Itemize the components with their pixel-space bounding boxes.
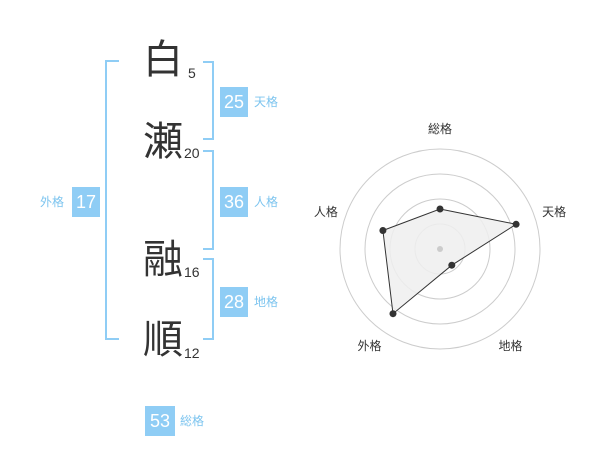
chikaku-bracket: [203, 258, 214, 340]
radar-axis-label: 総格: [428, 121, 452, 136]
name-char-3: 融: [143, 237, 183, 283]
stroke-count-4: 12: [184, 345, 200, 361]
chikaku-value-badge: 28: [220, 287, 248, 317]
chikaku-label: 地格: [254, 295, 279, 309]
name-char-2: 瀬: [143, 119, 183, 165]
radar-axis-label: 地格: [498, 338, 522, 353]
stroke-count-3: 16: [184, 264, 200, 280]
soukaku-value-badge: 53: [145, 406, 175, 436]
radar-center-dot: [437, 246, 443, 252]
radar-point: [448, 261, 456, 269]
gaikaku-value-badge: 17: [72, 187, 100, 217]
radar-axis-label: 人格: [314, 204, 338, 219]
radar-axis-label: 天格: [542, 204, 566, 219]
radar-point: [379, 227, 387, 234]
radar-point: [512, 220, 520, 228]
stroke-count-2: 20: [184, 145, 200, 161]
gaikaku-label: 外格: [40, 195, 65, 209]
soukaku-label: 総格: [180, 414, 205, 428]
jinkaku-value-badge: 36: [220, 187, 248, 217]
stroke-count-1: 5: [188, 65, 196, 81]
tenkaku-label: 天格: [254, 95, 279, 109]
jinkaku-label: 人格: [254, 195, 279, 209]
jinkaku-bracket: [203, 150, 214, 250]
name-char-4: 順: [143, 317, 183, 363]
radar-polygon: [382, 208, 518, 315]
radar-point: [389, 310, 397, 318]
radar-point: [436, 205, 444, 213]
tenkaku-bracket: [203, 61, 214, 140]
radar-axis-label: 外格: [357, 338, 381, 353]
gaikaku-bracket: [105, 60, 119, 340]
radar-ring: [339, 148, 541, 350]
tenkaku-value-badge: 25: [220, 87, 248, 117]
radar-ring: [364, 173, 516, 325]
name-char-1: 白: [143, 37, 183, 83]
